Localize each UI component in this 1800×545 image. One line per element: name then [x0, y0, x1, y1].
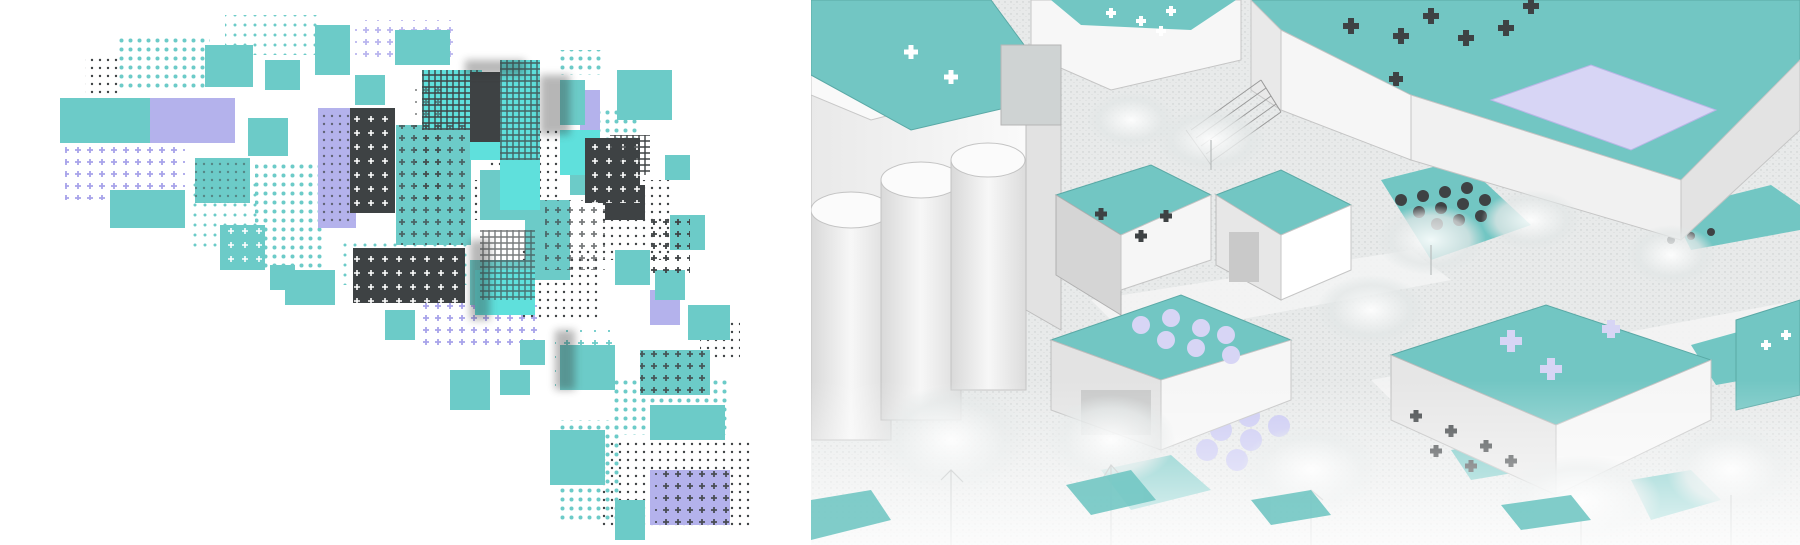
shadow-accents [465, 60, 575, 390]
overlay-textures [195, 60, 710, 395]
roof-top-left [811, 0, 1062, 131]
silos [811, 142, 1027, 441]
axonometric-svg [811, 0, 1800, 545]
panel-divider [800, 0, 811, 545]
pattern-diagram [0, 0, 800, 545]
building-top-right [1250, 0, 1800, 242]
foreground-teal-patches [811, 470, 1591, 540]
pattern-diagram-svg [60, 15, 750, 540]
building-middle-left [1054, 164, 1213, 316]
bottom-haze [811, 380, 1800, 545]
axonometric-view [811, 0, 1800, 545]
building-top-middle [1000, 0, 1242, 126]
building-middle-box [1214, 169, 1353, 301]
